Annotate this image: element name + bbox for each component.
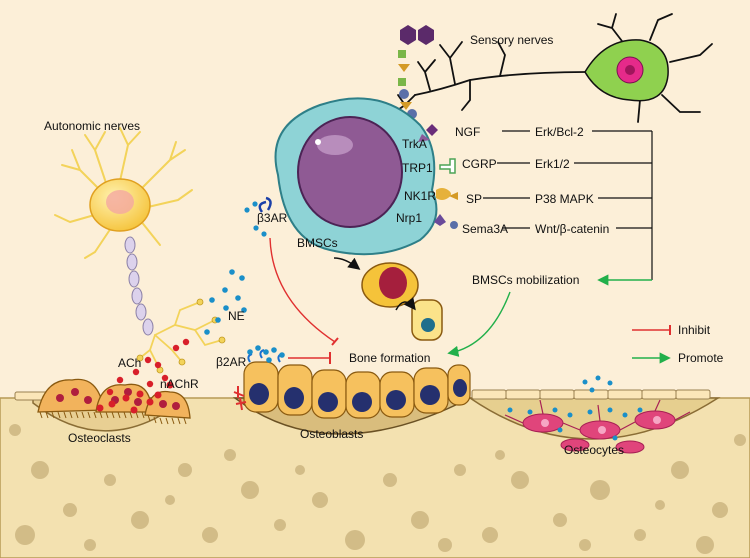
label-osteoclasts: Osteoclasts — [68, 431, 131, 445]
osteocytes-cells — [504, 375, 691, 454]
pathway-label-1: Erk1/2 — [535, 157, 570, 171]
bmsc-cell — [244, 97, 458, 256]
label-bmscs-mobilization: BMSCs mobilization — [472, 273, 580, 287]
label-nachr: nAChR — [160, 377, 199, 391]
receptor-label-1: TRP1 — [402, 161, 433, 175]
label-sensory-nerves: Sensory nerves — [470, 33, 554, 47]
mobilized-bmsc — [333, 257, 443, 341]
receptor-label-0: TrkA — [402, 137, 427, 151]
pathway-label-3: Wnt/β-catenin — [535, 222, 610, 236]
autonomic-neuron — [54, 127, 247, 396]
pathway-lines — [483, 130, 653, 280]
receptor-label-2: NK1R — [404, 189, 437, 203]
label-beta2ar: β2AR — [216, 355, 247, 369]
osteoblasts-cells — [233, 345, 471, 419]
legend-lines — [632, 325, 671, 364]
ligand-label-2: SP — [466, 192, 483, 206]
legend-inhibit-label: Inhibit — [678, 323, 711, 337]
label-autonomic-nerves: Autonomic nerves — [44, 119, 141, 133]
legend-promote-label: Promote — [678, 351, 724, 365]
ligand-label-1: CGRP — [462, 157, 497, 171]
pathway-label-0: Erk/Bcl-2 — [535, 125, 584, 139]
pathway-label-2: P38 MAPK — [535, 192, 594, 206]
label-beta3ar: β3AR — [257, 211, 288, 225]
ligand-label-3: Sema3A — [462, 222, 509, 236]
label-bmscs: BMSCs — [297, 236, 338, 250]
label-osteocytes: Osteocytes — [564, 443, 625, 457]
bmsc-receptors — [418, 124, 458, 229]
label-bone-formation: Bone formation — [349, 351, 431, 365]
receptor-label-3: Nrp1 — [396, 211, 423, 225]
sensory-neuron — [394, 13, 713, 123]
osteoclasts-cells — [37, 378, 191, 425]
label-ne: NE — [228, 309, 245, 323]
label-ach: ACh — [118, 356, 142, 370]
ligand-label-0: NGF — [455, 125, 481, 139]
label-osteoblasts: Osteoblasts — [300, 427, 364, 441]
